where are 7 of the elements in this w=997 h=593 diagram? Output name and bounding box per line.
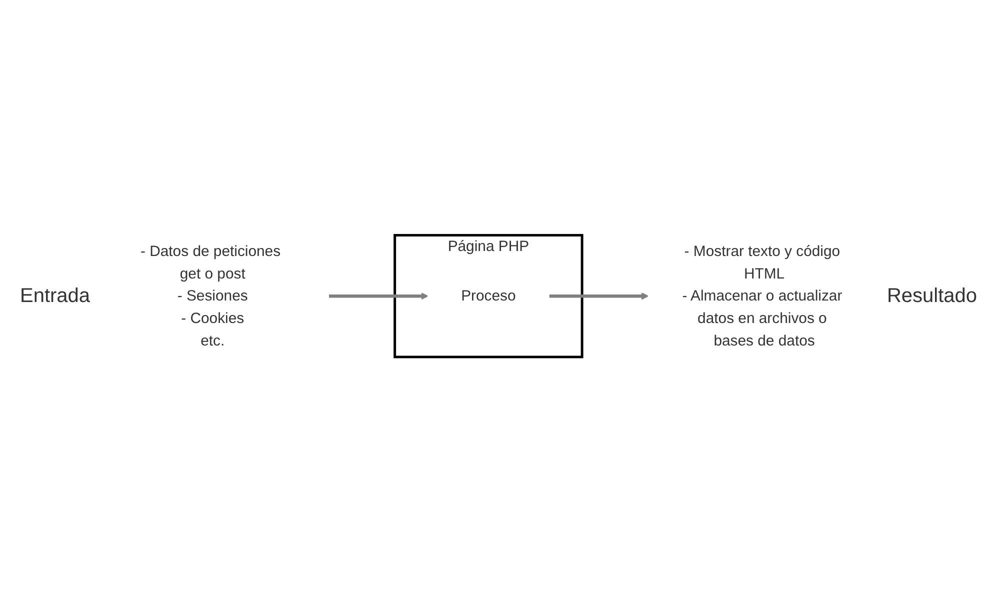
- node-text: - Datos de peticiones get o post - Sesiones - Cookies etc.: [140, 243, 281, 350]
- side-label: Entrada: [20, 285, 90, 308]
- arrow: [548, 292, 649, 300]
- node-text: Proceso: [461, 288, 516, 304]
- arrow: [328, 292, 428, 300]
- node-text: - Mostrar texto y código HTML - Almacenar o actualizar datos en archivos o bases de datos: [682, 243, 842, 350]
- side-label: Resultado: [886, 285, 977, 308]
